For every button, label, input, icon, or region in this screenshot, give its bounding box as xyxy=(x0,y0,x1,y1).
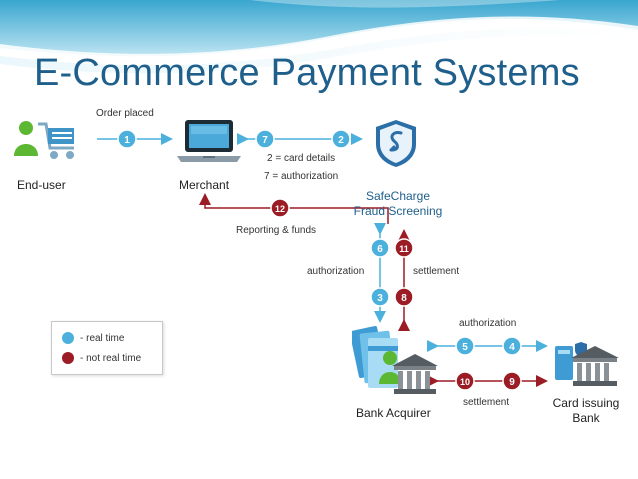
settlement-horizontal-label: settlement xyxy=(463,397,510,408)
svg-text:5: 5 xyxy=(462,342,468,353)
card-details-note: 2 = card details xyxy=(267,153,336,164)
svg-text:7: 7 xyxy=(262,135,268,146)
authorization-horizontal-label: authorization xyxy=(459,318,517,329)
settlement-vertical-label: settlement xyxy=(413,266,460,277)
edge-reporting-funds xyxy=(199,193,389,224)
not-realtime-swatch xyxy=(62,352,74,364)
svg-text:11: 11 xyxy=(399,244,409,254)
svg-text:6: 6 xyxy=(377,244,383,255)
step-5: 5 xyxy=(455,336,475,356)
card-issuing-bank-line1: Card issuing xyxy=(552,396,620,410)
step-11: 11 xyxy=(394,238,414,258)
card-issuing-bank-label: Card issuing Bank xyxy=(545,396,627,426)
safecharge-label: SafeCharge Fraud Screening xyxy=(343,189,453,219)
safecharge-label-line1: SafeCharge xyxy=(365,189,431,203)
realtime-swatch xyxy=(62,332,74,344)
step-9: 9 xyxy=(502,371,522,391)
bank-cards-person-icon xyxy=(352,325,438,394)
svg-text:1: 1 xyxy=(124,135,130,146)
legend-realtime-label: - real time xyxy=(80,332,125,344)
shield-icon xyxy=(376,120,416,167)
svg-text:8: 8 xyxy=(401,293,407,304)
reporting-funds-label: Reporting & funds xyxy=(236,225,317,236)
card-issuing-bank-line2: Bank xyxy=(572,411,600,425)
shopping-cart-person-icon xyxy=(14,121,74,159)
safecharge-label-line2: Fraud Screening xyxy=(353,204,443,218)
merchant-label: Merchant xyxy=(179,178,230,192)
legend-not-realtime-label: - not real time xyxy=(80,352,142,364)
legend-realtime: - real time xyxy=(62,332,124,344)
step-10: 10 xyxy=(455,371,475,391)
svg-text:10: 10 xyxy=(460,377,470,387)
step-1: 1 xyxy=(117,129,137,149)
authorization-vertical-label: authorization xyxy=(307,266,365,277)
bank-shield-icon xyxy=(555,342,619,386)
step-7: 7 xyxy=(255,129,275,149)
step-12: 12 xyxy=(270,198,290,218)
svg-text:9: 9 xyxy=(509,377,515,388)
svg-text:3: 3 xyxy=(377,293,383,304)
step-2: 2 xyxy=(331,129,351,149)
legend-not-realtime: - not real time xyxy=(62,352,141,364)
step-8: 8 xyxy=(394,287,414,307)
svg-text:12: 12 xyxy=(275,204,285,214)
end-user-label: End-user xyxy=(17,178,66,192)
svg-text:4: 4 xyxy=(509,342,515,353)
legend: - real time - not real time xyxy=(51,321,163,375)
step-3: 3 xyxy=(370,287,390,307)
order-placed-label: Order placed xyxy=(96,108,154,119)
step-6: 6 xyxy=(370,238,390,258)
laptop-icon xyxy=(177,120,241,162)
authorization-note: 7 = authorization xyxy=(264,171,339,182)
svg-text:2: 2 xyxy=(338,135,344,146)
step-4: 4 xyxy=(502,336,522,356)
slide-title: E-Commerce Payment Systems xyxy=(34,52,580,94)
bank-acquirer-label: Bank Acquirer xyxy=(356,406,431,420)
